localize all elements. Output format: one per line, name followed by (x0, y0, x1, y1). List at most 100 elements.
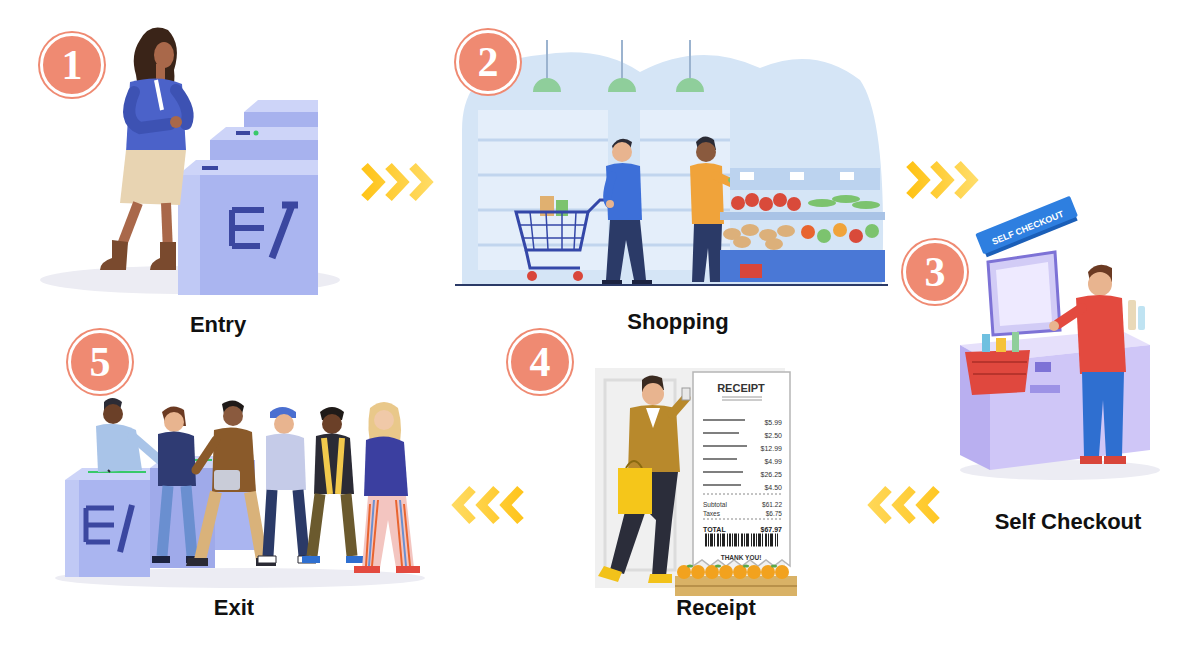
label-slot: $61.22 (762, 493, 782, 511)
exit-illustration-part (88, 471, 146, 473)
exit-illustration-part (266, 433, 306, 490)
shopping-illustration-part (520, 212, 586, 250)
shopping-illustration-part-part (852, 201, 880, 209)
exit-illustration-part (120, 505, 132, 552)
receipt-illustration-part (682, 388, 690, 400)
step-number: 1 (62, 44, 83, 86)
checkout-illustration-part (996, 262, 1052, 326)
exit-illustration-part (164, 412, 184, 432)
chevron-connector (340, 166, 452, 198)
entry-illustration-part (129, 92, 170, 128)
exit-illustration-part (132, 436, 162, 462)
receipt-text: $2.50 (764, 432, 782, 439)
receipt-illustration-part (618, 468, 652, 514)
checkout-illustration-part (972, 362, 1027, 374)
receipt-text: TOTAL (703, 526, 726, 533)
receipt-illustration-part (642, 383, 664, 405)
checkout-illustration-part (1138, 306, 1145, 330)
shopping-illustration-part (606, 163, 642, 220)
shopping-illustration-part (526, 200, 612, 268)
entry-illustration-part (202, 166, 218, 170)
shopping-illustration-part (455, 284, 888, 286)
shopping-illustration-part (730, 168, 880, 190)
receipt-text: $26.25 (761, 471, 782, 478)
exit-illustration-part (312, 494, 352, 556)
step-caption-slot: Self Checkout (995, 509, 1142, 535)
label-slot: THANK YOU! (721, 546, 762, 564)
shopping-illustration-part (573, 271, 583, 281)
checkout-illustration-part (1080, 456, 1126, 464)
label-slot: $2.50 (764, 424, 782, 442)
checkout-illustration-part (1128, 300, 1136, 330)
entry-illustration-part (178, 175, 318, 295)
exit-illustration-part (324, 438, 342, 494)
entry-illustration (40, 28, 340, 295)
step-number-badge: 1 (40, 33, 104, 97)
shopping-illustration-part-part (733, 236, 751, 248)
shopping-illustration-part (527, 271, 537, 281)
checkout-illustration-part (1012, 332, 1019, 352)
receipt-illustration-part (722, 397, 762, 400)
label-slot: $4.50 (764, 476, 782, 494)
checkout-illustration-part (1030, 385, 1060, 393)
checkout-illustration-part (975, 196, 1079, 258)
exit-illustration-part (302, 556, 364, 563)
shopping-illustration-part (740, 264, 762, 278)
exit-illustration-part (322, 414, 342, 434)
shopping-illustration-part-part (773, 193, 787, 207)
shopping-illustration-part-part (759, 197, 773, 211)
receipt-text: $5.99 (764, 419, 782, 426)
exit-illustration-part (186, 486, 192, 556)
shopping-illustration-part (547, 40, 690, 78)
exit-illustration-part (274, 414, 294, 434)
shopping-illustration-part-part (741, 224, 759, 236)
shopping-illustration (455, 40, 888, 285)
shopping-illustration-part (516, 212, 588, 250)
shopping-illustration-part-part (808, 199, 836, 207)
exit-illustration-part (65, 480, 150, 577)
receipt-illustration-part (687, 565, 777, 568)
step-panel: 2Shopping (452, 25, 892, 340)
receipt-text: $61.22 (762, 501, 782, 508)
exit-illustration-part (162, 486, 168, 556)
step-caption: Exit (214, 595, 254, 620)
shopping-illustration-part (865, 224, 879, 238)
label-slot: TOTAL (703, 518, 726, 536)
receipt-illustration-part (675, 585, 797, 587)
entry-illustration-part (156, 80, 162, 110)
checkout-illustration-part (1049, 321, 1059, 331)
shopping-illustration-part (849, 229, 863, 243)
receipt-illustration-part-part (775, 565, 789, 579)
label-slot: SELF CHECKOUT (988, 203, 1066, 248)
shopping-illustration-part (478, 140, 608, 245)
checkout-illustration-part (965, 350, 1030, 395)
chevron-connector (892, 164, 990, 196)
exit-illustration-part (196, 440, 216, 470)
shopping-illustration-part (790, 172, 804, 180)
shopping-illustration-part (720, 212, 885, 220)
shopping-illustration-part-part (832, 195, 860, 203)
shopping-illustration-part-part (777, 225, 795, 237)
exit-illustration-part (214, 470, 240, 490)
checkout-illustration-part (988, 252, 1060, 335)
receipt-illustration-part-part (715, 565, 721, 568)
label-slot: $4.99 (764, 450, 782, 468)
receipt-text: $12.99 (761, 445, 782, 452)
receipt-illustration-part (693, 372, 790, 566)
receipt-text: $67.97 (761, 526, 782, 533)
label-slot: Taxes (703, 502, 720, 520)
exit-illustration (55, 398, 425, 588)
shopping-illustration-part (696, 142, 716, 162)
exit-illustration-part (200, 492, 262, 560)
step-caption-slot: Shopping (627, 309, 728, 335)
exit-illustration-part (65, 480, 79, 577)
shopping-illustration-part (612, 142, 632, 162)
entry-illustration-part (210, 127, 318, 140)
entry-illustration-part (178, 160, 318, 175)
exit-illustration-part (223, 406, 243, 426)
entry-illustration-part (254, 131, 259, 136)
entry-illustration-part (236, 131, 250, 135)
